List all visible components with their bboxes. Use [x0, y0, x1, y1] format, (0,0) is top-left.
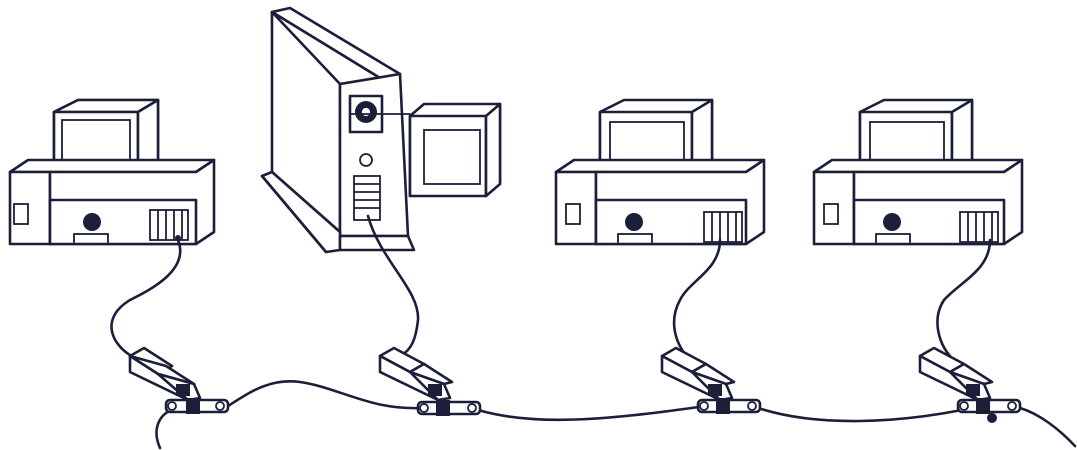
desktop-case-icon	[10, 160, 214, 244]
t-connector-1-icon	[166, 398, 228, 414]
computer-2	[262, 8, 500, 416]
tower-server-icon	[262, 8, 414, 252]
desktop-case-icon	[556, 160, 764, 244]
transceiver-4-icon	[920, 348, 992, 400]
transceiver-3-icon	[662, 348, 734, 400]
transceiver-1-icon	[130, 348, 200, 400]
t-connector-4-icon	[958, 398, 1020, 423]
computer-4	[814, 100, 1022, 423]
drop-cable-3	[674, 240, 720, 358]
drop-cable-1	[111, 240, 180, 358]
bus-cable	[157, 381, 1075, 448]
desktop-case-icon	[814, 160, 1022, 244]
t-connector-3-icon	[698, 398, 760, 414]
drop-cable-4	[937, 240, 990, 356]
t-connector-2-icon	[418, 400, 480, 416]
transceiver-2-icon	[380, 348, 452, 400]
monitor-icon	[410, 104, 500, 196]
computer-1	[10, 100, 228, 414]
computer-3	[556, 100, 764, 414]
